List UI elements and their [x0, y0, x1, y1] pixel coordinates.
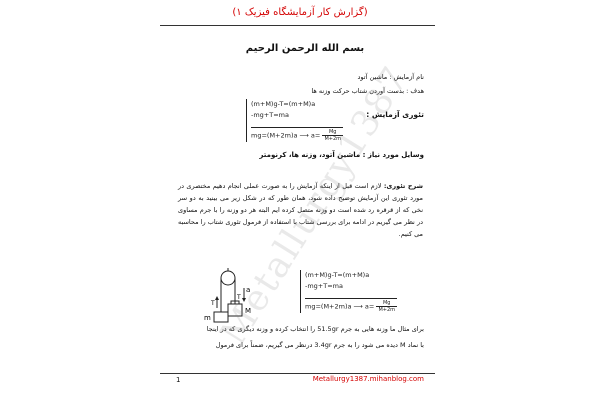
fraction-denominator: M+2m	[378, 307, 396, 313]
formula-result-lhs: mg=(M+2m)a ⟶ a=	[251, 131, 321, 140]
formula-result-lhs: mg=(M+2m)a ⟶ a=	[305, 302, 375, 311]
formula-line-2: -mg+T=ma	[305, 282, 343, 290]
formula-fraction: Mg M+2m	[376, 300, 398, 313]
formula-result: mg=(M+2m)a ⟶ a= Mg M+2m	[305, 298, 398, 313]
theory-formula-block: (m+M)g-T=(m+M)a -mg+T=ma mg=(M+2m)a ⟶ a=…	[246, 99, 344, 142]
equipment-line: وسایل مورد نیاز : ماشین آتود، وزنه ها، ک…	[259, 151, 424, 159]
description-text: لازم است قبل از اینکه آزمایش را به صورت …	[178, 182, 423, 238]
label-m: m	[204, 314, 211, 322]
experiment-name: نام آزمایش : ماشین آتود	[357, 73, 424, 81]
theory-label: تئوری آزمایش :	[366, 110, 424, 119]
basmala-heading: بسم الله الرحمن الرحیم	[245, 43, 365, 54]
extra-mass-block	[230, 300, 240, 305]
label-T-right: T	[236, 294, 241, 301]
fraction-numerator: Mg	[322, 129, 344, 136]
atwood-machine-diagram: a T T m M	[204, 268, 251, 323]
formula-line-2: -mg+T=ma	[251, 111, 289, 119]
example-line-2: با نماد M دیده می شود را به جرم 3.4gr در…	[215, 341, 424, 349]
mass-m-block	[213, 311, 229, 323]
example-line-1: برای مثال ما وزنه هایی به جرم 51.5gr را …	[206, 325, 424, 333]
header-title: (گزارش کار آزمایشگاه فیزیک ۱)	[232, 7, 368, 18]
acceleration-arrowhead	[242, 298, 246, 302]
experiment-goal: هدف : بدست آوردن شتاب حرکت وزنه ها	[311, 87, 424, 95]
tension-arrowhead-left	[215, 296, 219, 300]
pulley-icon	[220, 270, 236, 286]
label-a: a	[246, 286, 250, 294]
fraction-numerator: Mg	[376, 300, 398, 307]
header-divider	[160, 25, 435, 26]
formula-line-1: (m+M)g-T=(m+M)a	[251, 100, 316, 108]
description-label: شرح تئوری:	[383, 182, 423, 190]
footer-divider	[160, 373, 435, 374]
footer-blog-link[interactable]: Metallurgy1387.mihanblog.com	[312, 375, 424, 383]
fraction-denominator: M+2m	[324, 136, 342, 142]
label-M: M	[245, 307, 251, 315]
example-formula-block: (m+M)g-T=(m+M)a -mg+T=ma mg=(M+2m)a ⟶ a=…	[300, 270, 398, 313]
formula-line-1: (m+M)g-T=(m+M)a	[305, 271, 370, 279]
formula-fraction: Mg M+2m	[322, 129, 344, 142]
label-T-left: T	[210, 300, 215, 307]
page-number: 1	[176, 376, 181, 384]
formula-result: mg=(M+2m)a ⟶ a= Mg M+2m	[251, 127, 344, 142]
theory-description: شرح تئوری: لازم است قبل از اینکه آزمایش …	[178, 180, 423, 240]
